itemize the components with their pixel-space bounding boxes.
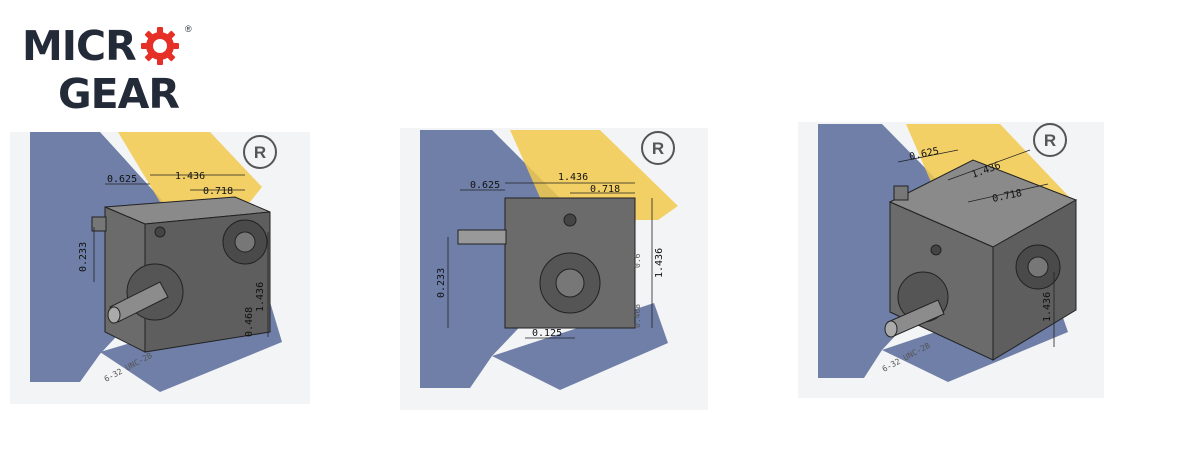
dimension-label: 1.436	[175, 171, 205, 182]
brand-backdrop-yellow	[118, 132, 262, 202]
dimension-label: 0.6	[633, 253, 642, 268]
gearbox-view-isometric-right: R 0.625 1.436 0.718 1.436 6-32 UNC-2B	[798, 122, 1104, 398]
registered-letter: R	[1044, 131, 1056, 150]
dimension-label: 0.468	[244, 307, 255, 337]
gear-icon	[141, 27, 179, 65]
dimension-label: 0.718	[590, 184, 620, 195]
micro-gear-logo: MICR ® GEAR	[22, 22, 202, 117]
dimension-label: 0.468	[633, 304, 642, 328]
dimension-label: 0.718	[203, 186, 233, 197]
registered-circle-icon	[641, 131, 675, 165]
dimension-label: 0.625	[107, 174, 137, 185]
dimension-label: 1.436	[654, 248, 665, 278]
dimension-label: 1.436	[558, 172, 588, 183]
dimension-label: 1.436	[255, 282, 266, 312]
dimension-label: 0.233	[78, 242, 89, 272]
registered-circle-icon	[243, 135, 277, 169]
dimension-label: 1.436	[1042, 292, 1053, 322]
logo-text-micro: MICR	[22, 22, 137, 70]
gearbox-view-front: R 0.625 1.436 0.718 0.233 1.436 0.125 0.…	[400, 128, 708, 410]
registered-mark: ®	[185, 24, 192, 34]
dimension-label: 0.625	[470, 180, 500, 191]
registered-letter: R	[254, 143, 266, 162]
logo-text-gear: GEAR	[58, 70, 180, 118]
registered-letter: R	[652, 139, 664, 158]
gearbox-view-isometric-left: R 0.625 1.436 0.718 0.233 1.436 0.468 6-…	[10, 132, 310, 404]
dimension-label: 0.233	[436, 268, 447, 298]
dimension-label: 0.125	[532, 328, 562, 339]
registered-circle-icon	[1033, 123, 1067, 157]
